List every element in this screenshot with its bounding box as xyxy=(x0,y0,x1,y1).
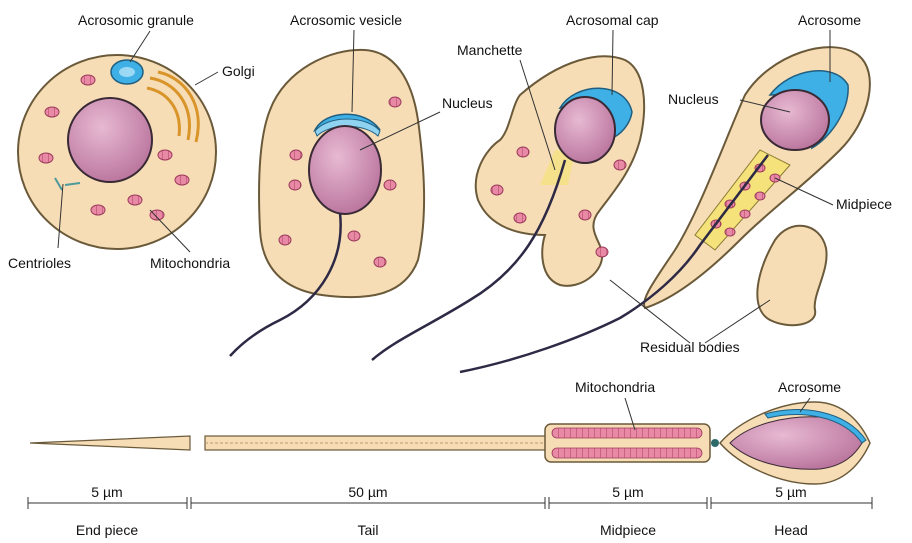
segment-label: Tail xyxy=(357,522,378,538)
scale-measure: 5 µm xyxy=(612,484,643,500)
end-piece xyxy=(30,436,190,450)
residual-body xyxy=(757,226,826,325)
segment-label: End piece xyxy=(76,522,138,538)
label-sperm-acrosome: Acrosome xyxy=(778,379,841,395)
segment-label: Midpiece xyxy=(600,522,656,538)
label-golgi: Golgi xyxy=(222,63,255,79)
scale-labels: 5 µm 50 µm 5 µm 5 µm End piece Tail Midp… xyxy=(76,484,808,538)
mature-sperm xyxy=(30,402,870,484)
label-manchette: Manchette xyxy=(457,42,523,58)
nucleus xyxy=(555,97,615,163)
segment-label: Head xyxy=(774,522,807,538)
scale-measure: 50 µm xyxy=(348,484,387,500)
label-midpiece: Midpiece xyxy=(836,196,892,212)
scale-measure: 5 µm xyxy=(775,484,806,500)
cell-spermatid-early xyxy=(18,55,216,249)
label-mitochondria: Mitochondria xyxy=(150,255,230,271)
label-acrosomic-granule: Acrosomic granule xyxy=(78,12,194,28)
label-acrosomic-vesicle: Acrosomic vesicle xyxy=(290,12,402,28)
nucleus xyxy=(761,90,829,150)
scale-bar xyxy=(28,497,872,509)
nucleus xyxy=(309,126,381,214)
cell-spermatid-vesicle xyxy=(230,50,424,356)
label-nucleus: Nucleus xyxy=(442,95,493,111)
label-sperm-mitochondria: Mitochondria xyxy=(575,379,655,395)
label-nucleus-late: Nucleus xyxy=(668,91,719,107)
nucleus xyxy=(68,98,152,182)
label-acrosomal-cap: Acrosomal cap xyxy=(566,12,659,28)
label-centrioles: Centrioles xyxy=(8,255,71,271)
scale-measure: 5 µm xyxy=(91,484,122,500)
label-acrosome: Acrosome xyxy=(798,12,861,28)
label-residual-bodies: Residual bodies xyxy=(640,339,740,355)
centriole xyxy=(711,439,719,447)
